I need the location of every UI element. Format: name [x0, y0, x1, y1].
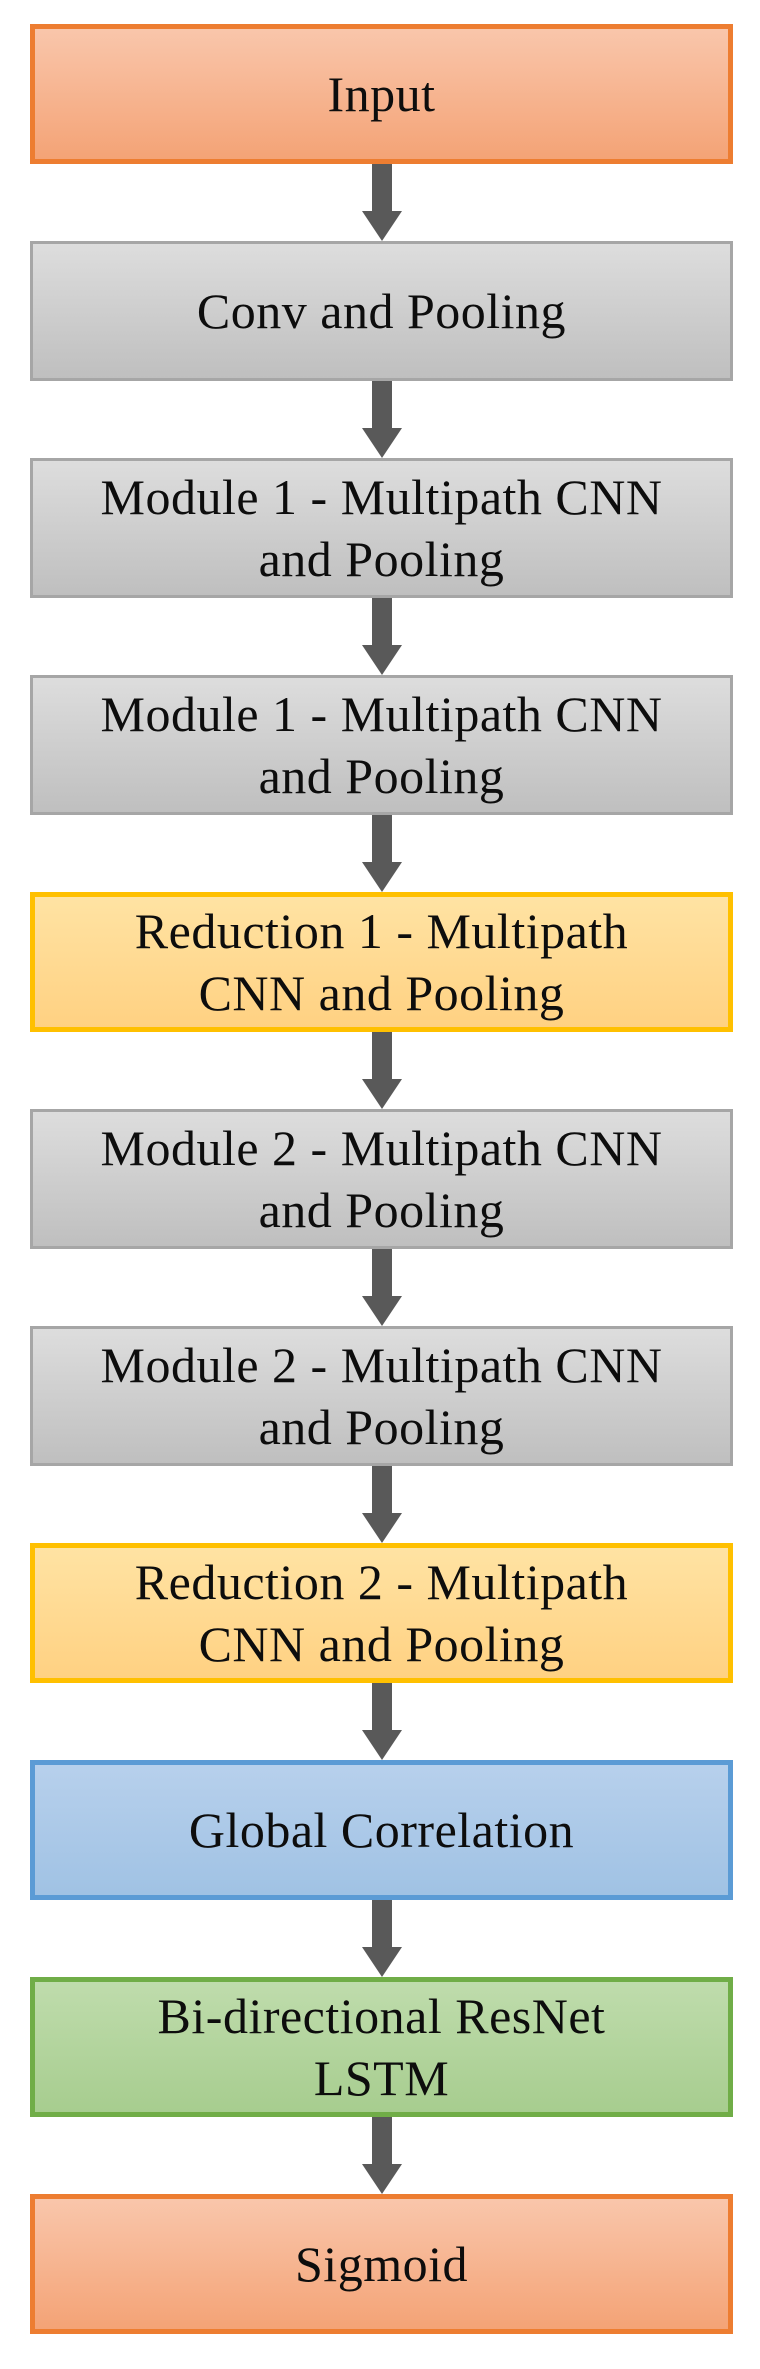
flow-node-global-correlation: Global Correlation	[30, 1760, 733, 1900]
flow-node-conv-pooling: Conv and Pooling	[30, 241, 733, 381]
down-arrow-connector	[30, 1466, 733, 1543]
down-arrow-head-icon	[361, 645, 402, 675]
flow-node-label: Reduction 2 - Multipath	[134, 1554, 629, 1610]
flow-node-module1-multipath-cnn-2: Module 1 - Multipath CNN and Pooling	[30, 675, 733, 815]
flow-node-module2-multipath-cnn-1: Module 2 - Multipath CNN and Pooling	[30, 1109, 733, 1249]
down-arrow-head-icon	[361, 1947, 402, 1977]
flow-node-label: CNN and Pooling	[198, 1616, 565, 1672]
flow-node-label: and Pooling	[258, 1182, 505, 1238]
flow-node-label: CNN and Pooling	[198, 965, 565, 1021]
down-arrow-shaft	[371, 2117, 392, 2164]
down-arrow-head-icon	[361, 1513, 402, 1543]
flow-node-label: Bi-directional ResNet	[157, 1988, 606, 2044]
flow-node-label: Module 2 - Multipath CNN	[100, 1120, 663, 1176]
down-arrow-shaft	[371, 1466, 392, 1513]
down-arrow-shaft	[371, 381, 392, 428]
down-arrow-connector	[30, 1900, 733, 1977]
flow-node-label: Reduction 1 - Multipath	[134, 903, 629, 959]
down-arrow-head-icon	[361, 862, 402, 892]
down-arrow-connector	[30, 1683, 733, 1760]
down-arrow-connector	[30, 1032, 733, 1109]
down-arrow-connector	[30, 164, 733, 241]
flow-node-label: and Pooling	[258, 748, 505, 804]
down-arrow-connector	[30, 598, 733, 675]
flow-node-module2-multipath-cnn-2: Module 2 - Multipath CNN and Pooling	[30, 1326, 733, 1466]
flow-node-label: Module 1 - Multipath CNN	[100, 469, 663, 525]
down-arrow-head-icon	[361, 2164, 402, 2194]
flow-node-label: LSTM	[313, 2050, 450, 2106]
flow-node-input: Input	[30, 24, 733, 164]
down-arrow-shaft	[371, 1900, 392, 1947]
down-arrow-connector	[30, 815, 733, 892]
down-arrow-shaft	[371, 1683, 392, 1730]
down-arrow-connector	[30, 1249, 733, 1326]
down-arrow-head-icon	[361, 211, 402, 241]
down-arrow-shaft	[371, 1249, 392, 1296]
flow-node-label: Module 2 - Multipath CNN	[100, 1337, 663, 1393]
down-arrow-shaft	[371, 598, 392, 645]
flow-node-label: Module 1 - Multipath CNN	[100, 686, 663, 742]
flow-node-label: Global Correlation	[188, 1802, 575, 1858]
down-arrow-head-icon	[361, 1730, 402, 1760]
flow-node-label: and Pooling	[258, 1399, 505, 1455]
down-arrow-connector	[30, 2117, 733, 2194]
flow-node-label: Conv and Pooling	[196, 283, 567, 339]
flow-node-label: and Pooling	[258, 531, 505, 587]
flow-node-sigmoid: Sigmoid	[30, 2194, 733, 2334]
down-arrow-shaft	[371, 164, 392, 211]
down-arrow-shaft	[371, 1032, 392, 1079]
flow-node-label: Input	[327, 66, 436, 122]
down-arrow-head-icon	[361, 1079, 402, 1109]
down-arrow-shaft	[371, 815, 392, 862]
flow-node-label: Sigmoid	[295, 2236, 468, 2292]
down-arrow-head-icon	[361, 428, 402, 458]
flow-node-module1-multipath-cnn-1: Module 1 - Multipath CNN and Pooling	[30, 458, 733, 598]
down-arrow-connector	[30, 381, 733, 458]
down-arrow-head-icon	[361, 1296, 402, 1326]
